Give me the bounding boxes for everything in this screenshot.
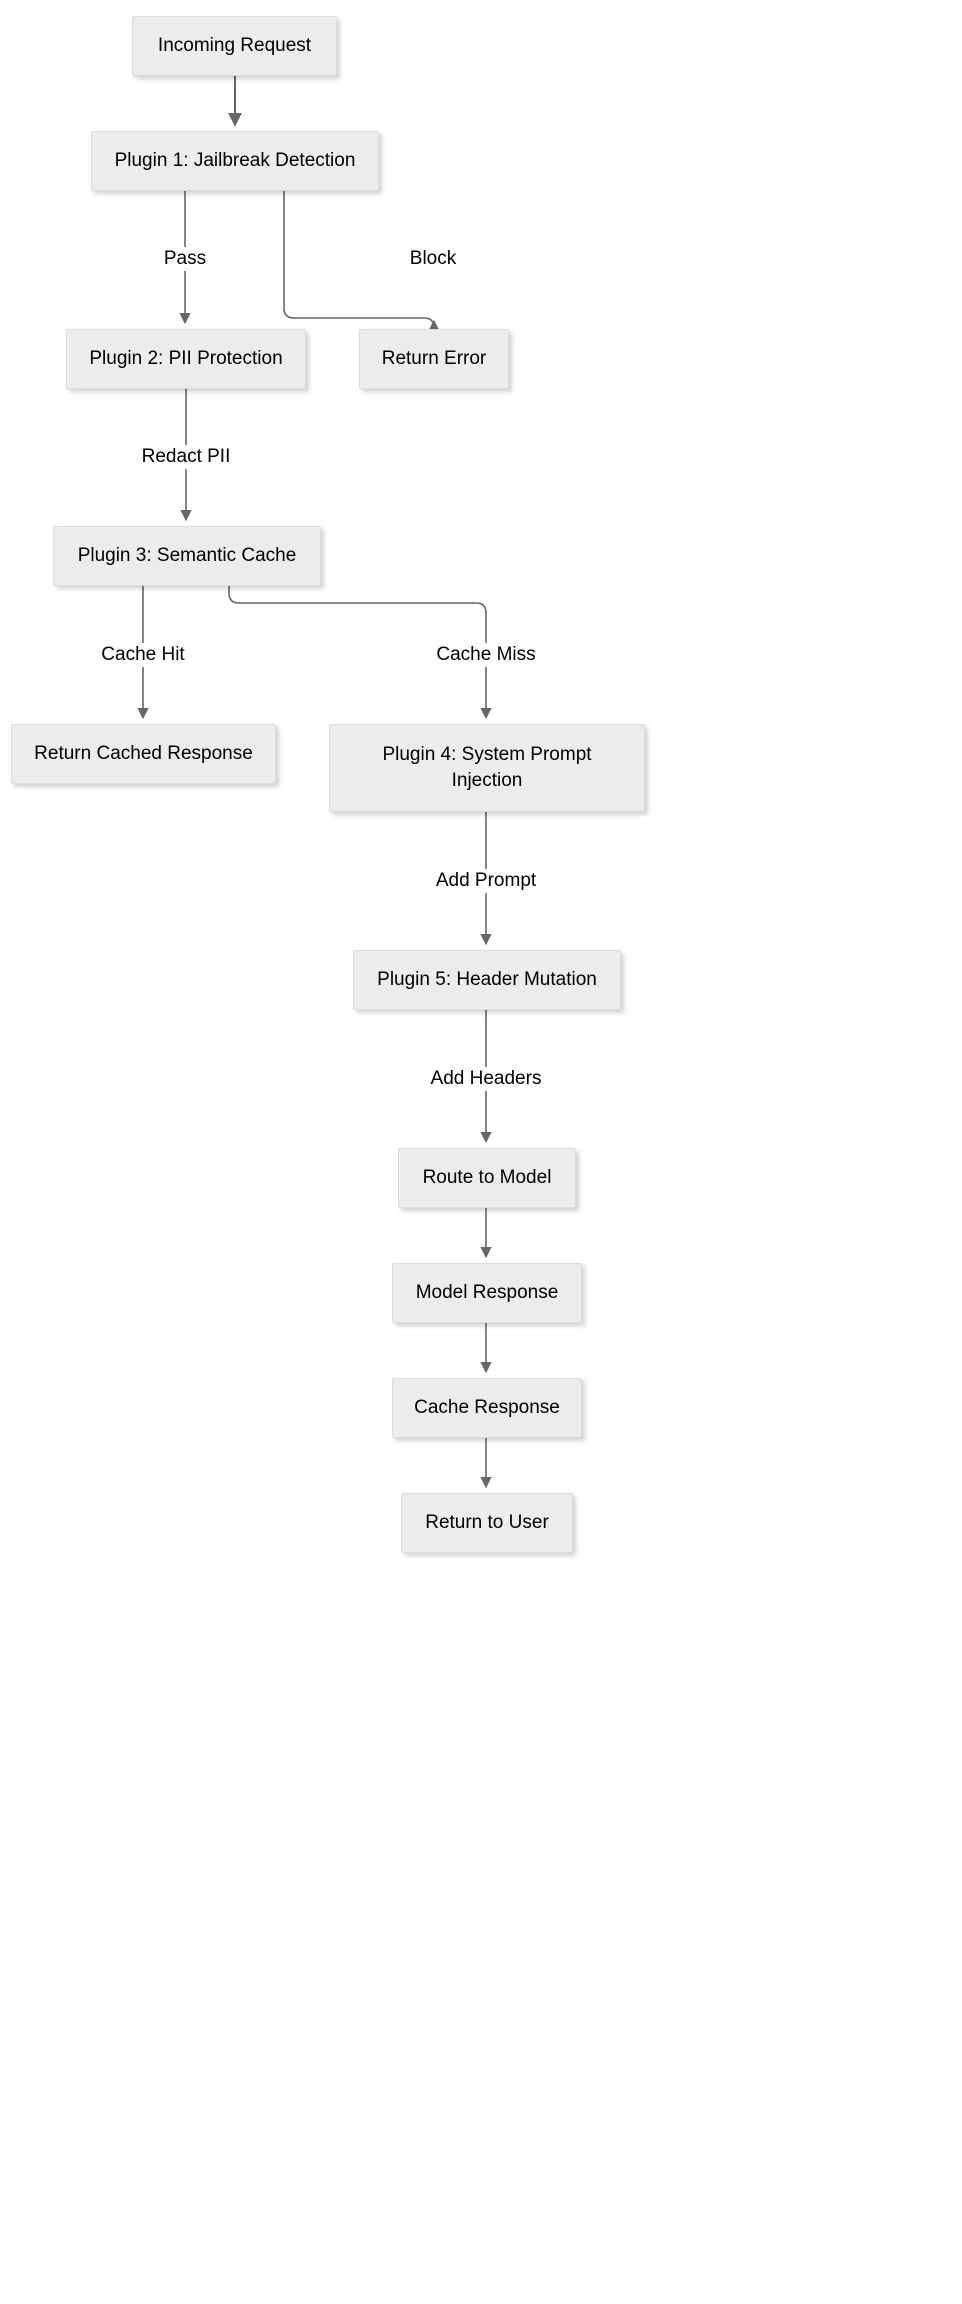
edge-label-add-prompt: Add Prompt: [430, 869, 542, 893]
edge-label-cache-hit: Cache Hit: [96, 643, 190, 667]
node-plugin-4-system-prompt-injection[interactable]: Plugin 4: System Prompt Injection: [329, 724, 645, 812]
node-return-cached-response[interactable]: Return Cached Response: [11, 724, 276, 784]
edge-label-redact-pii: Redact PII: [136, 445, 236, 469]
node-model-response[interactable]: Model Response: [392, 1263, 582, 1323]
node-incoming-request[interactable]: Incoming Request: [132, 16, 337, 76]
node-return-to-user[interactable]: Return to User: [401, 1493, 573, 1553]
edge-label-cache-miss: Cache Miss: [431, 643, 541, 667]
node-plugin-5-header-mutation[interactable]: Plugin 5: Header Mutation: [353, 950, 621, 1010]
edge-label-pass: Pass: [158, 247, 212, 271]
node-route-to-model[interactable]: Route to Model: [398, 1148, 576, 1208]
node-cache-response[interactable]: Cache Response: [392, 1378, 582, 1438]
node-return-error[interactable]: Return Error: [359, 329, 509, 389]
node-plugin-2-pii-protection[interactable]: Plugin 2: PII Protection: [66, 329, 306, 389]
node-plugin-1-jailbreak-detection[interactable]: Plugin 1: Jailbreak Detection: [91, 131, 379, 191]
edge-label-block: Block: [404, 247, 462, 271]
node-plugin-3-semantic-cache[interactable]: Plugin 3: Semantic Cache: [53, 526, 321, 586]
edge-label-add-headers: Add Headers: [425, 1067, 547, 1091]
